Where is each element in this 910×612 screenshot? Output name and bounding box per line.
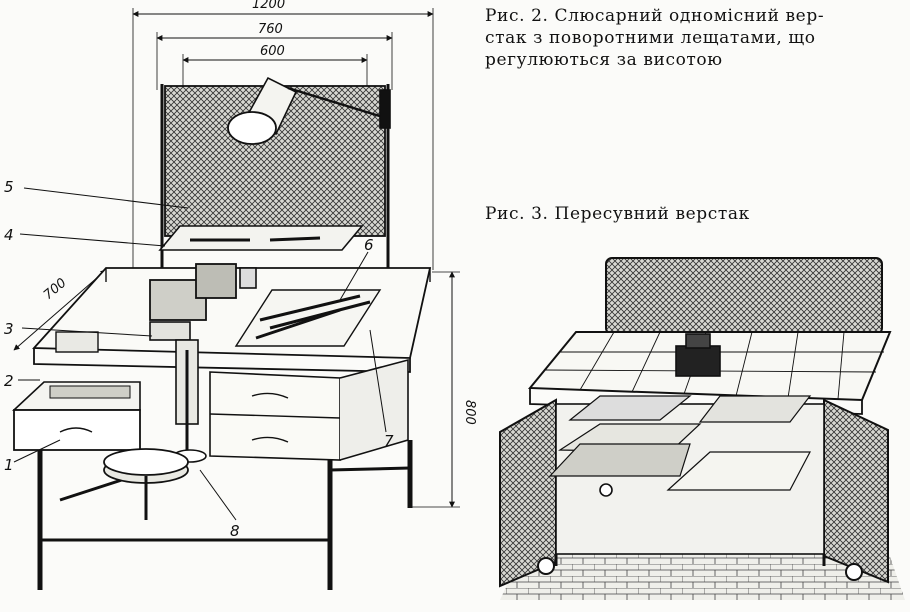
callout-2: 2	[4, 372, 14, 390]
callout-1: 1	[4, 456, 14, 474]
fig2-drawing	[11, 8, 460, 590]
fig2-caption-line1: Рис. 2. Слюсарний одномісний вер-	[485, 6, 825, 26]
fig2-caption-line2: стак з поворотними лещатами, що	[485, 28, 816, 48]
dim-1200: 1200	[252, 0, 285, 12]
callout-4: 4	[4, 226, 14, 244]
fig3-drawing	[499, 257, 905, 600]
dim-800: 800	[462, 400, 477, 425]
fig3-caption: Рис. 3. Пересувний верстак	[485, 204, 750, 224]
dim-760: 760	[258, 22, 283, 37]
callout-6: 6	[364, 236, 374, 254]
dim-700: 700	[41, 276, 70, 303]
callout-3: 3	[4, 320, 14, 338]
callout-8: 8	[230, 522, 240, 540]
callout-7: 7	[384, 432, 394, 450]
callout-5: 5	[4, 178, 14, 196]
fig2-caption-line3: регулюються за висотою	[485, 50, 723, 70]
dim-600: 600	[260, 44, 285, 59]
